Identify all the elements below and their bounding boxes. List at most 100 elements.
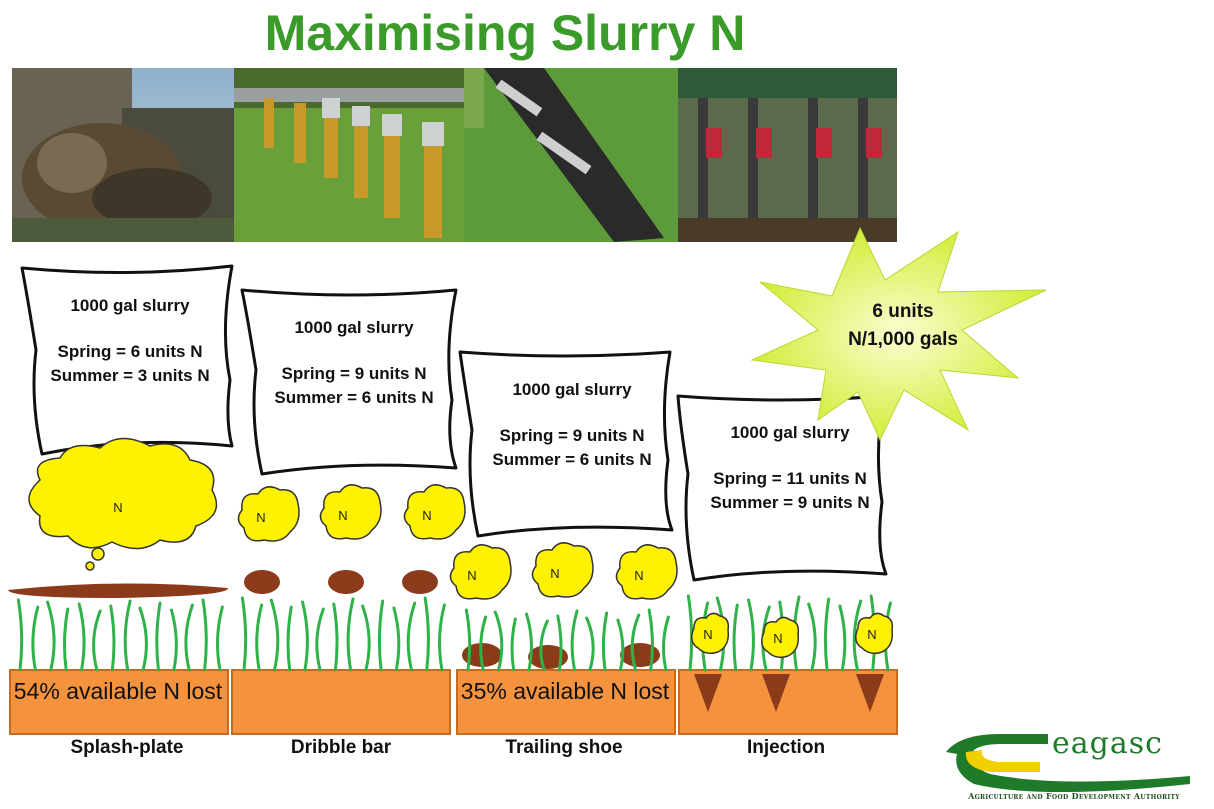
photo-injection <box>678 68 897 242</box>
grass-blade <box>601 611 609 672</box>
note-heading: 1000 gal slurry <box>294 318 414 337</box>
cloud-splash-plate <box>28 437 218 550</box>
grass-blade <box>315 607 325 672</box>
summer-value: Summer = 3 units N <box>50 366 210 385</box>
grass-blade <box>616 618 625 672</box>
grass-blade <box>686 594 694 672</box>
grass-blade <box>479 615 488 672</box>
slurry-layer-splash-plate <box>8 583 229 598</box>
photo-splash-plate <box>12 68 234 242</box>
note-heading: 1000 gal slurry <box>730 423 850 442</box>
photo-dribble-bar <box>234 68 464 242</box>
grass-blade <box>269 598 280 672</box>
n-labels: N N N N N N N N N N <box>113 500 876 646</box>
soil-trailing-shoe <box>456 669 676 735</box>
method-label-dribble-bar: Dribble bar <box>290 737 392 758</box>
grass-blade <box>630 613 641 672</box>
summer-value: Summer = 6 units N <box>492 450 652 469</box>
logo-name: eagasc <box>1052 726 1163 761</box>
svg-text:N: N <box>550 566 559 581</box>
note-text-dribble-bar: 1000 gal slurry Spring = 9 units N Summe… <box>256 316 452 410</box>
method-label-injection: Injection <box>746 737 826 758</box>
svg-text:N: N <box>338 508 347 523</box>
slide-title: Maximising Slurry N <box>264 5 746 61</box>
spring-value: Spring = 9 units N <box>281 364 427 383</box>
teagasc-logo-icon <box>946 734 1190 792</box>
grass-blade <box>807 602 817 672</box>
grass-blade <box>585 616 595 672</box>
note-heading: 1000 gal slurry <box>70 296 190 315</box>
grass-blade <box>361 604 371 672</box>
grass-blade <box>138 606 148 672</box>
grass-blade <box>556 614 563 672</box>
grass-blade <box>123 599 132 672</box>
burst-line1: 6 units <box>872 301 934 322</box>
note-text-injection: 1000 gal slurry Spring = 11 units N Summ… <box>690 421 890 515</box>
grass-blade <box>662 615 670 672</box>
summer-value: Summer = 9 units N <box>710 493 870 512</box>
grass-icon <box>16 594 892 672</box>
loss-label-trailing-shoe: 35% available N lost <box>460 678 670 704</box>
grass-blade <box>92 609 102 672</box>
grass-blade <box>377 599 385 672</box>
soil-dribble-bar <box>231 669 451 735</box>
grass-blade <box>169 608 178 672</box>
grass-blade <box>423 596 430 672</box>
spring-value: Spring = 9 units N <box>499 426 645 445</box>
grass-blade <box>346 597 355 672</box>
grass-blade <box>31 605 40 672</box>
grass-blade <box>464 608 472 672</box>
n-clouds <box>28 437 894 659</box>
method-label-splash-plate: Splash-plate <box>70 737 184 758</box>
grass-blade <box>732 603 739 672</box>
summer-value: Summer = 6 units N <box>274 388 434 407</box>
soil-splash-plate <box>9 669 229 735</box>
note-text-trailing-shoe: 1000 gal slurry Spring = 9 units N Summe… <box>474 378 670 472</box>
grass-blade <box>301 600 309 672</box>
grass-blade <box>510 617 517 672</box>
grass-blade <box>406 601 417 672</box>
svg-text:N: N <box>256 510 265 525</box>
grass-blade <box>838 604 847 672</box>
grass-blade <box>539 619 549 672</box>
grass-blade <box>332 602 339 672</box>
grass-blade <box>109 604 116 672</box>
loss-label-splash-plate: 54% available N lost <box>13 678 223 704</box>
method-label-trailing-shoe: Trailing shoe <box>505 737 623 758</box>
note-trailing-shoe <box>458 350 674 538</box>
grass-blade <box>647 608 654 672</box>
note-dribble-bar <box>240 288 458 476</box>
grass-blade <box>16 598 24 672</box>
spring-value: Spring = 6 units N <box>57 342 203 361</box>
grass-blade <box>77 602 86 672</box>
grass-blade <box>240 596 248 672</box>
svg-text:N: N <box>773 631 782 646</box>
grass-blade <box>823 597 831 672</box>
starburst-icon <box>750 226 1047 442</box>
grass-blade <box>201 598 208 672</box>
grass-blade <box>286 605 293 672</box>
svg-text:N: N <box>634 568 643 583</box>
svg-text:N: N <box>867 627 876 642</box>
photo-trailing-shoe <box>464 68 678 242</box>
svg-text:N: N <box>422 508 431 523</box>
grass-blade <box>255 603 264 672</box>
grass-blade <box>438 603 446 672</box>
slurry-blobs-dribble-bar <box>244 570 438 594</box>
note-splash-plate <box>20 264 234 456</box>
note-text-splash-plate: 1000 gal slurry Spring = 6 units N Summe… <box>34 294 226 388</box>
grass-blade <box>525 612 533 672</box>
svg-text:N: N <box>113 500 122 515</box>
burst-line2: N/1,000 gals <box>848 329 958 350</box>
grass-blade <box>155 601 162 672</box>
grass-blade <box>216 605 224 672</box>
note-heading: 1000 gal slurry <box>512 380 632 399</box>
grass-blade <box>392 606 401 672</box>
burst-text: 6 units N/1,000 gals <box>808 298 998 354</box>
svg-text:N: N <box>467 568 476 583</box>
grass-blade <box>63 607 70 672</box>
grass-blade <box>184 603 194 672</box>
grass-blade <box>747 598 755 672</box>
